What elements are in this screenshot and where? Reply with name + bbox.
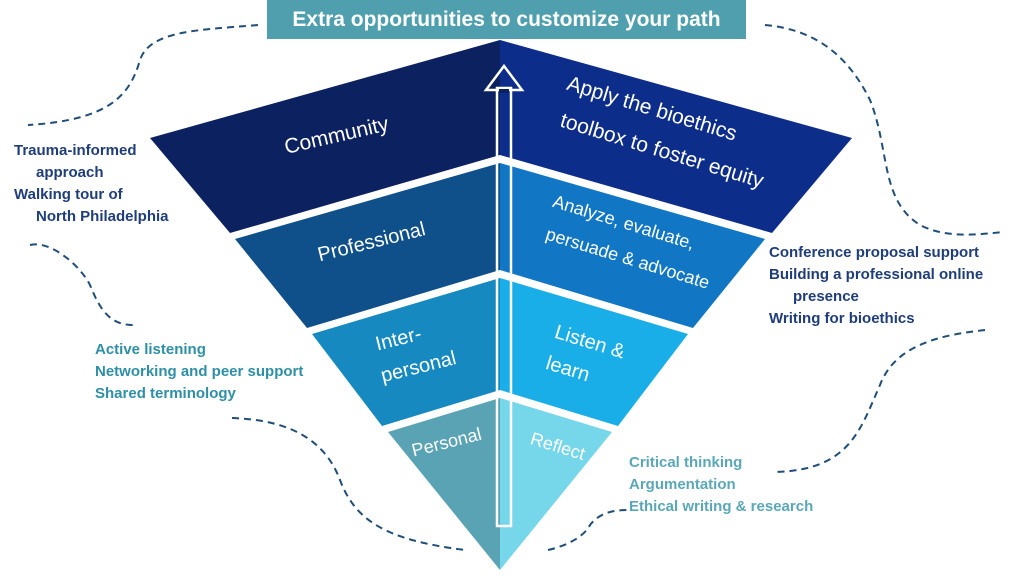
note-professional-item: Conference proposal support (769, 244, 980, 261)
note-professional-item: Writing for bioethics (769, 310, 915, 327)
note-personal: Critical thinking Argumentation Ethical … (629, 452, 813, 518)
note-community-item: North Philadelphia (36, 208, 169, 225)
note-interpersonal-item: Networking and peer support (95, 363, 304, 380)
dashed-connector-personal-bottom (547, 509, 629, 551)
note-personal-item: Ethical writing & research (629, 498, 814, 515)
dashed-connector-interpersonal-low (231, 417, 466, 551)
note-interpersonal-item: Active listening (95, 341, 206, 358)
dashed-connector-interpersonal (29, 243, 134, 326)
up-arrow-icon (483, 63, 525, 528)
note-personal-item: Argumentation (629, 476, 736, 493)
level-personal-right (500, 398, 612, 570)
diagram-title: Extra opportunities to customize your pa… (267, 0, 746, 39)
note-community-item: Trauma-informed (14, 142, 137, 159)
note-community: Trauma-informed approach Walking tour of… (14, 140, 169, 228)
level-personal-left (388, 398, 500, 570)
level-professional-right (500, 163, 765, 328)
note-personal-item: Critical thinking (629, 454, 743, 471)
dashed-connector-community (27, 24, 259, 126)
note-professional-item: presence (793, 288, 859, 305)
note-community-item: approach (36, 164, 104, 181)
note-professional-item: Building a professional online (769, 266, 984, 283)
level-interpersonal-left (312, 278, 500, 426)
dashed-connector-professional-top (764, 24, 1004, 236)
level-community-right (500, 40, 852, 233)
note-interpersonal: Active listening Networking and peer sup… (95, 339, 303, 405)
level-professional-left (235, 163, 500, 328)
note-interpersonal-item: Shared terminology (95, 385, 236, 402)
note-professional: Conference proposal support Building a p… (769, 242, 983, 330)
level-community-left (150, 40, 500, 233)
dashed-connector-personal-right (774, 329, 986, 473)
note-community-item: Walking tour of (14, 186, 123, 203)
level-interpersonal-right (500, 278, 688, 426)
